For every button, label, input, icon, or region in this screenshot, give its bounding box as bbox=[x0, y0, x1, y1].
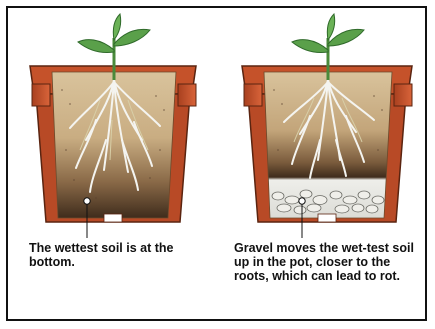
left-soil-section bbox=[52, 72, 176, 218]
left-rim-block-left bbox=[32, 84, 50, 106]
left-pot bbox=[30, 14, 196, 238]
right-caption: Gravel moves the wet-test soil up in the… bbox=[234, 241, 414, 283]
right-rim-block-right bbox=[394, 84, 412, 106]
right-pot bbox=[242, 14, 412, 238]
left-rim-block-right bbox=[178, 84, 196, 106]
left-caption: The wettest soil is at the bottom. bbox=[29, 241, 179, 269]
right-rim-block-left bbox=[244, 84, 262, 106]
